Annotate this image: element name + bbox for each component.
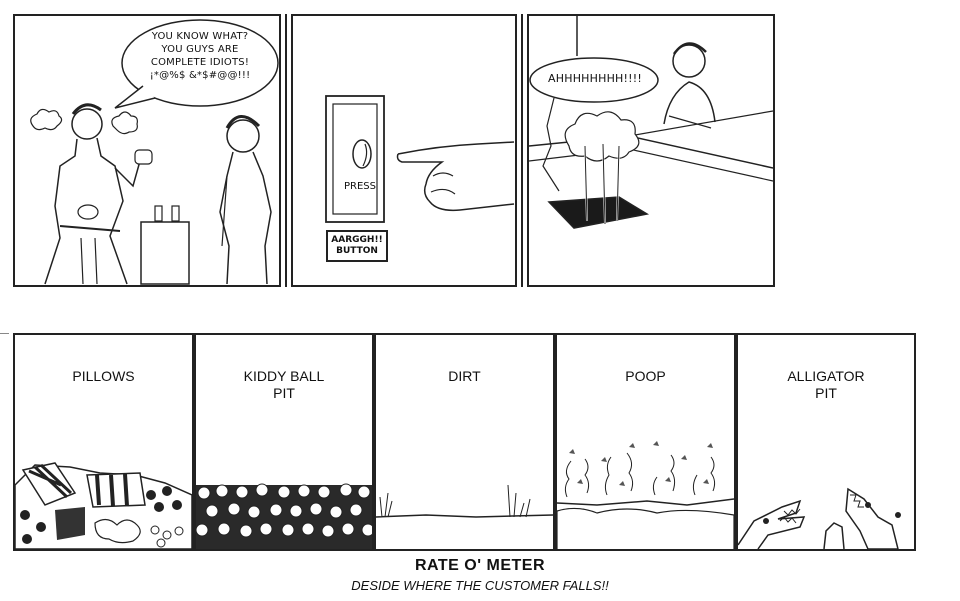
option-label: PILLOWS <box>15 368 192 385</box>
aarggh-button-sign: AARGGH!! BUTTON <box>326 230 388 262</box>
angry-speech-bubble: YOU KNOW WHAT? YOU GUYS ARE COMPLETE IDI… <box>127 30 273 82</box>
dirt-ground-illustration <box>376 484 553 518</box>
meter-option-dirt: DIRT <box>374 333 555 551</box>
comic-panel-1: YOU KNOW WHAT? YOU GUYS ARE COMPLETE IDI… <box>13 14 281 287</box>
button-label: PRESS <box>344 181 376 192</box>
speech-line: YOU GUYS ARE <box>161 44 239 55</box>
gutter-line <box>285 14 287 287</box>
gutter-line <box>521 14 523 287</box>
speech-line: YOU KNOW WHAT? <box>151 31 249 42</box>
option-label: POOP <box>557 368 734 385</box>
meter-option-pillows: PILLOWS <box>13 333 194 551</box>
meter-option-kiddy-ball-pit: KIDDY BALL PIT <box>194 333 374 551</box>
comic-panel-2: PRESS AARGGH!! BUTTON <box>291 14 517 287</box>
option-label-line: PILLOWS <box>72 368 135 384</box>
pillow-pile-illustration <box>15 462 192 549</box>
page-edge-mark <box>0 333 9 334</box>
scream-speech-bubble: AHHHHHHHH!!!! <box>548 72 642 85</box>
button-press-illustration <box>325 95 515 223</box>
meter-option-poop: POOP <box>555 333 736 551</box>
comic-panel-3: AHHHHHHHH!!!! <box>527 14 775 287</box>
ball-pit-illustration <box>196 483 372 549</box>
option-label-line: ALLIGATOR <box>787 368 865 384</box>
option-label: ALLIGATOR PIT <box>738 368 914 402</box>
meter-subtitle: DESIDE WHERE THE CUSTOMER FALLS!! <box>351 578 609 593</box>
option-label-line: PIT <box>815 385 837 401</box>
meter-title: RATE O' METER <box>414 557 545 574</box>
trapdoor-fall-illustration <box>529 16 773 229</box>
option-label-line: KIDDY BALL <box>243 368 325 384</box>
poop-pile-illustration <box>557 441 734 549</box>
sign-line: BUTTON <box>336 246 378 256</box>
speech-line: ¡*@%$ &*$#@@!!! <box>149 70 251 81</box>
option-label-line: POOP <box>625 368 666 384</box>
meter-option-alligator-pit: ALLIGATOR PIT <box>736 333 916 551</box>
speech-line: COMPLETE IDIOTS! <box>150 57 250 68</box>
alligators-illustration <box>738 487 901 549</box>
option-label: DIRT <box>376 368 553 385</box>
option-label-line: DIRT <box>448 368 481 384</box>
option-label-line: PIT <box>273 385 295 401</box>
option-label: KIDDY BALL PIT <box>196 368 372 402</box>
sign-line: AARGGH!! <box>331 235 383 245</box>
angry-customer-illustration <box>30 19 279 285</box>
